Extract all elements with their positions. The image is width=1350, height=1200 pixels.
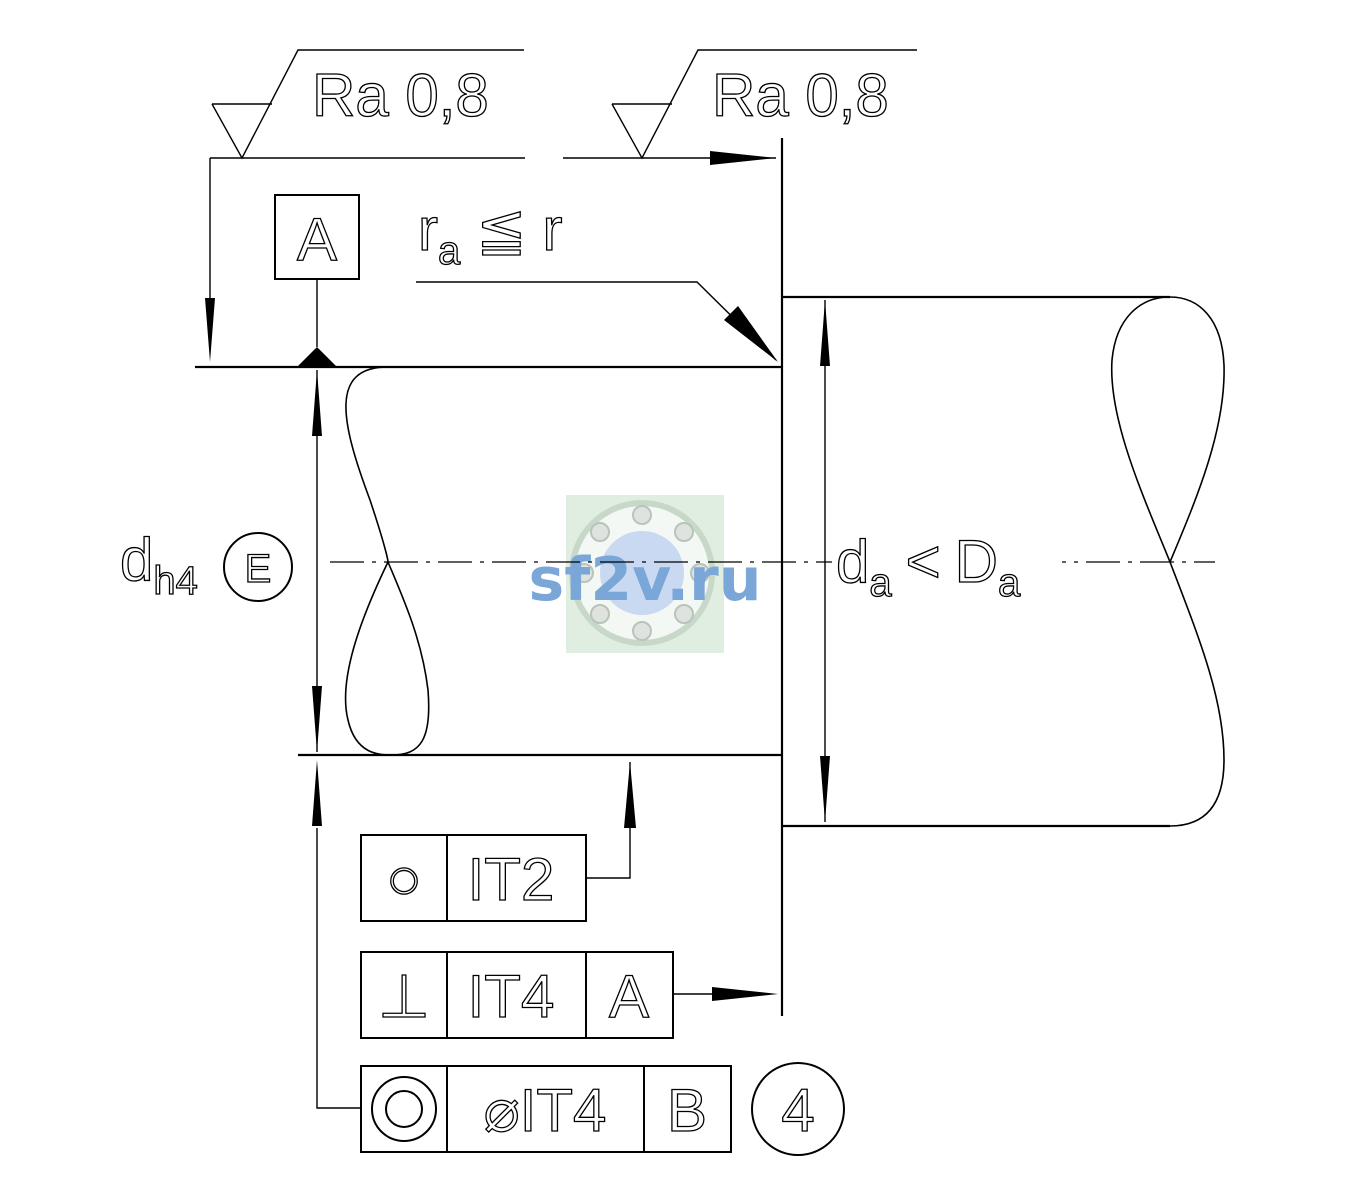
shoulder-break-line — [1110, 296, 1225, 827]
envelope-label: E — [245, 547, 272, 591]
perpendicular-symbol-icon: ⊥ — [378, 963, 430, 1030]
dim-arrow-down-icon-2 — [820, 756, 830, 822]
rel-left: d — [836, 528, 869, 595]
dim-arrow-up-icon-2 — [820, 300, 830, 366]
watermark: sf2v.ru — [529, 495, 762, 653]
conc-datum: B — [667, 1077, 707, 1144]
conc-arrow-icon — [312, 760, 322, 826]
dim-arrow-up-icon — [312, 370, 322, 436]
roundness-arrow-icon — [624, 762, 636, 828]
rel-left-sub: a — [869, 561, 892, 605]
fillet-rel: ≦ — [476, 196, 526, 263]
dim-arrow-down-icon — [312, 686, 322, 752]
roundness-tol: IT2 — [468, 846, 555, 913]
svg-text:dh4: dh4 — [120, 526, 198, 603]
roughness-symbol-right: Ra 0,8 — [611, 49, 917, 160]
roundness-symbol-icon: ○ — [386, 845, 422, 912]
fillet-ref: r — [543, 196, 563, 263]
datum-feature-a: A — [274, 194, 360, 367]
conc-tol: ⌀IT4 — [484, 1077, 607, 1144]
fillet-r: r — [418, 196, 438, 263]
rel-right: D — [955, 528, 998, 595]
datum-a-label: A — [297, 206, 337, 273]
datum-triangle-icon — [297, 347, 337, 367]
svg-text:ra≦r: ra≦r — [418, 196, 563, 273]
fcf-concentricity: ⌀IT4 B 4 — [312, 760, 845, 1156]
shaft-diameter-dimension: dh4 E — [119, 370, 322, 752]
shaft-dia-base: d — [120, 526, 153, 593]
perp-tol: IT4 — [468, 963, 555, 1030]
shaft-break-line — [344, 366, 430, 756]
fillet-arrow-icon — [724, 306, 778, 362]
roundness-leader — [586, 762, 631, 879]
roughness-symbol-left: Ra 0,8 — [211, 49, 524, 160]
rel-op: < — [906, 528, 941, 595]
perp-arrow-icon — [712, 987, 778, 1001]
fcf-perpendicularity: ⊥ IT4 A — [360, 951, 778, 1039]
datum-a-box — [274, 194, 360, 280]
perp-datum: A — [609, 963, 649, 1030]
concentricity-leader — [316, 828, 361, 1109]
shoulder-diameter-dimension: da<Da — [820, 300, 1062, 822]
fcf-roundness: ○ IT2 — [360, 834, 587, 922]
arrow-down-icon — [205, 298, 215, 362]
roughness-label-right: Ra 0,8 — [712, 62, 889, 129]
envelope-circle-icon — [223, 532, 293, 602]
fillet-sub: a — [438, 229, 461, 273]
watermark-text: sf2v.ru — [529, 545, 762, 615]
arrow-right-icon — [710, 151, 776, 165]
note-circle-icon — [751, 1062, 845, 1156]
fillet-note: ra≦r — [416, 195, 778, 362]
rel-right-sub: a — [998, 561, 1021, 605]
roughness-label-left: Ra 0,8 — [312, 62, 489, 129]
conc-note: 4 — [781, 1077, 814, 1144]
shaft-dia-sub: h4 — [153, 559, 198, 603]
svg-text:da<Da: da<Da — [836, 528, 1021, 605]
